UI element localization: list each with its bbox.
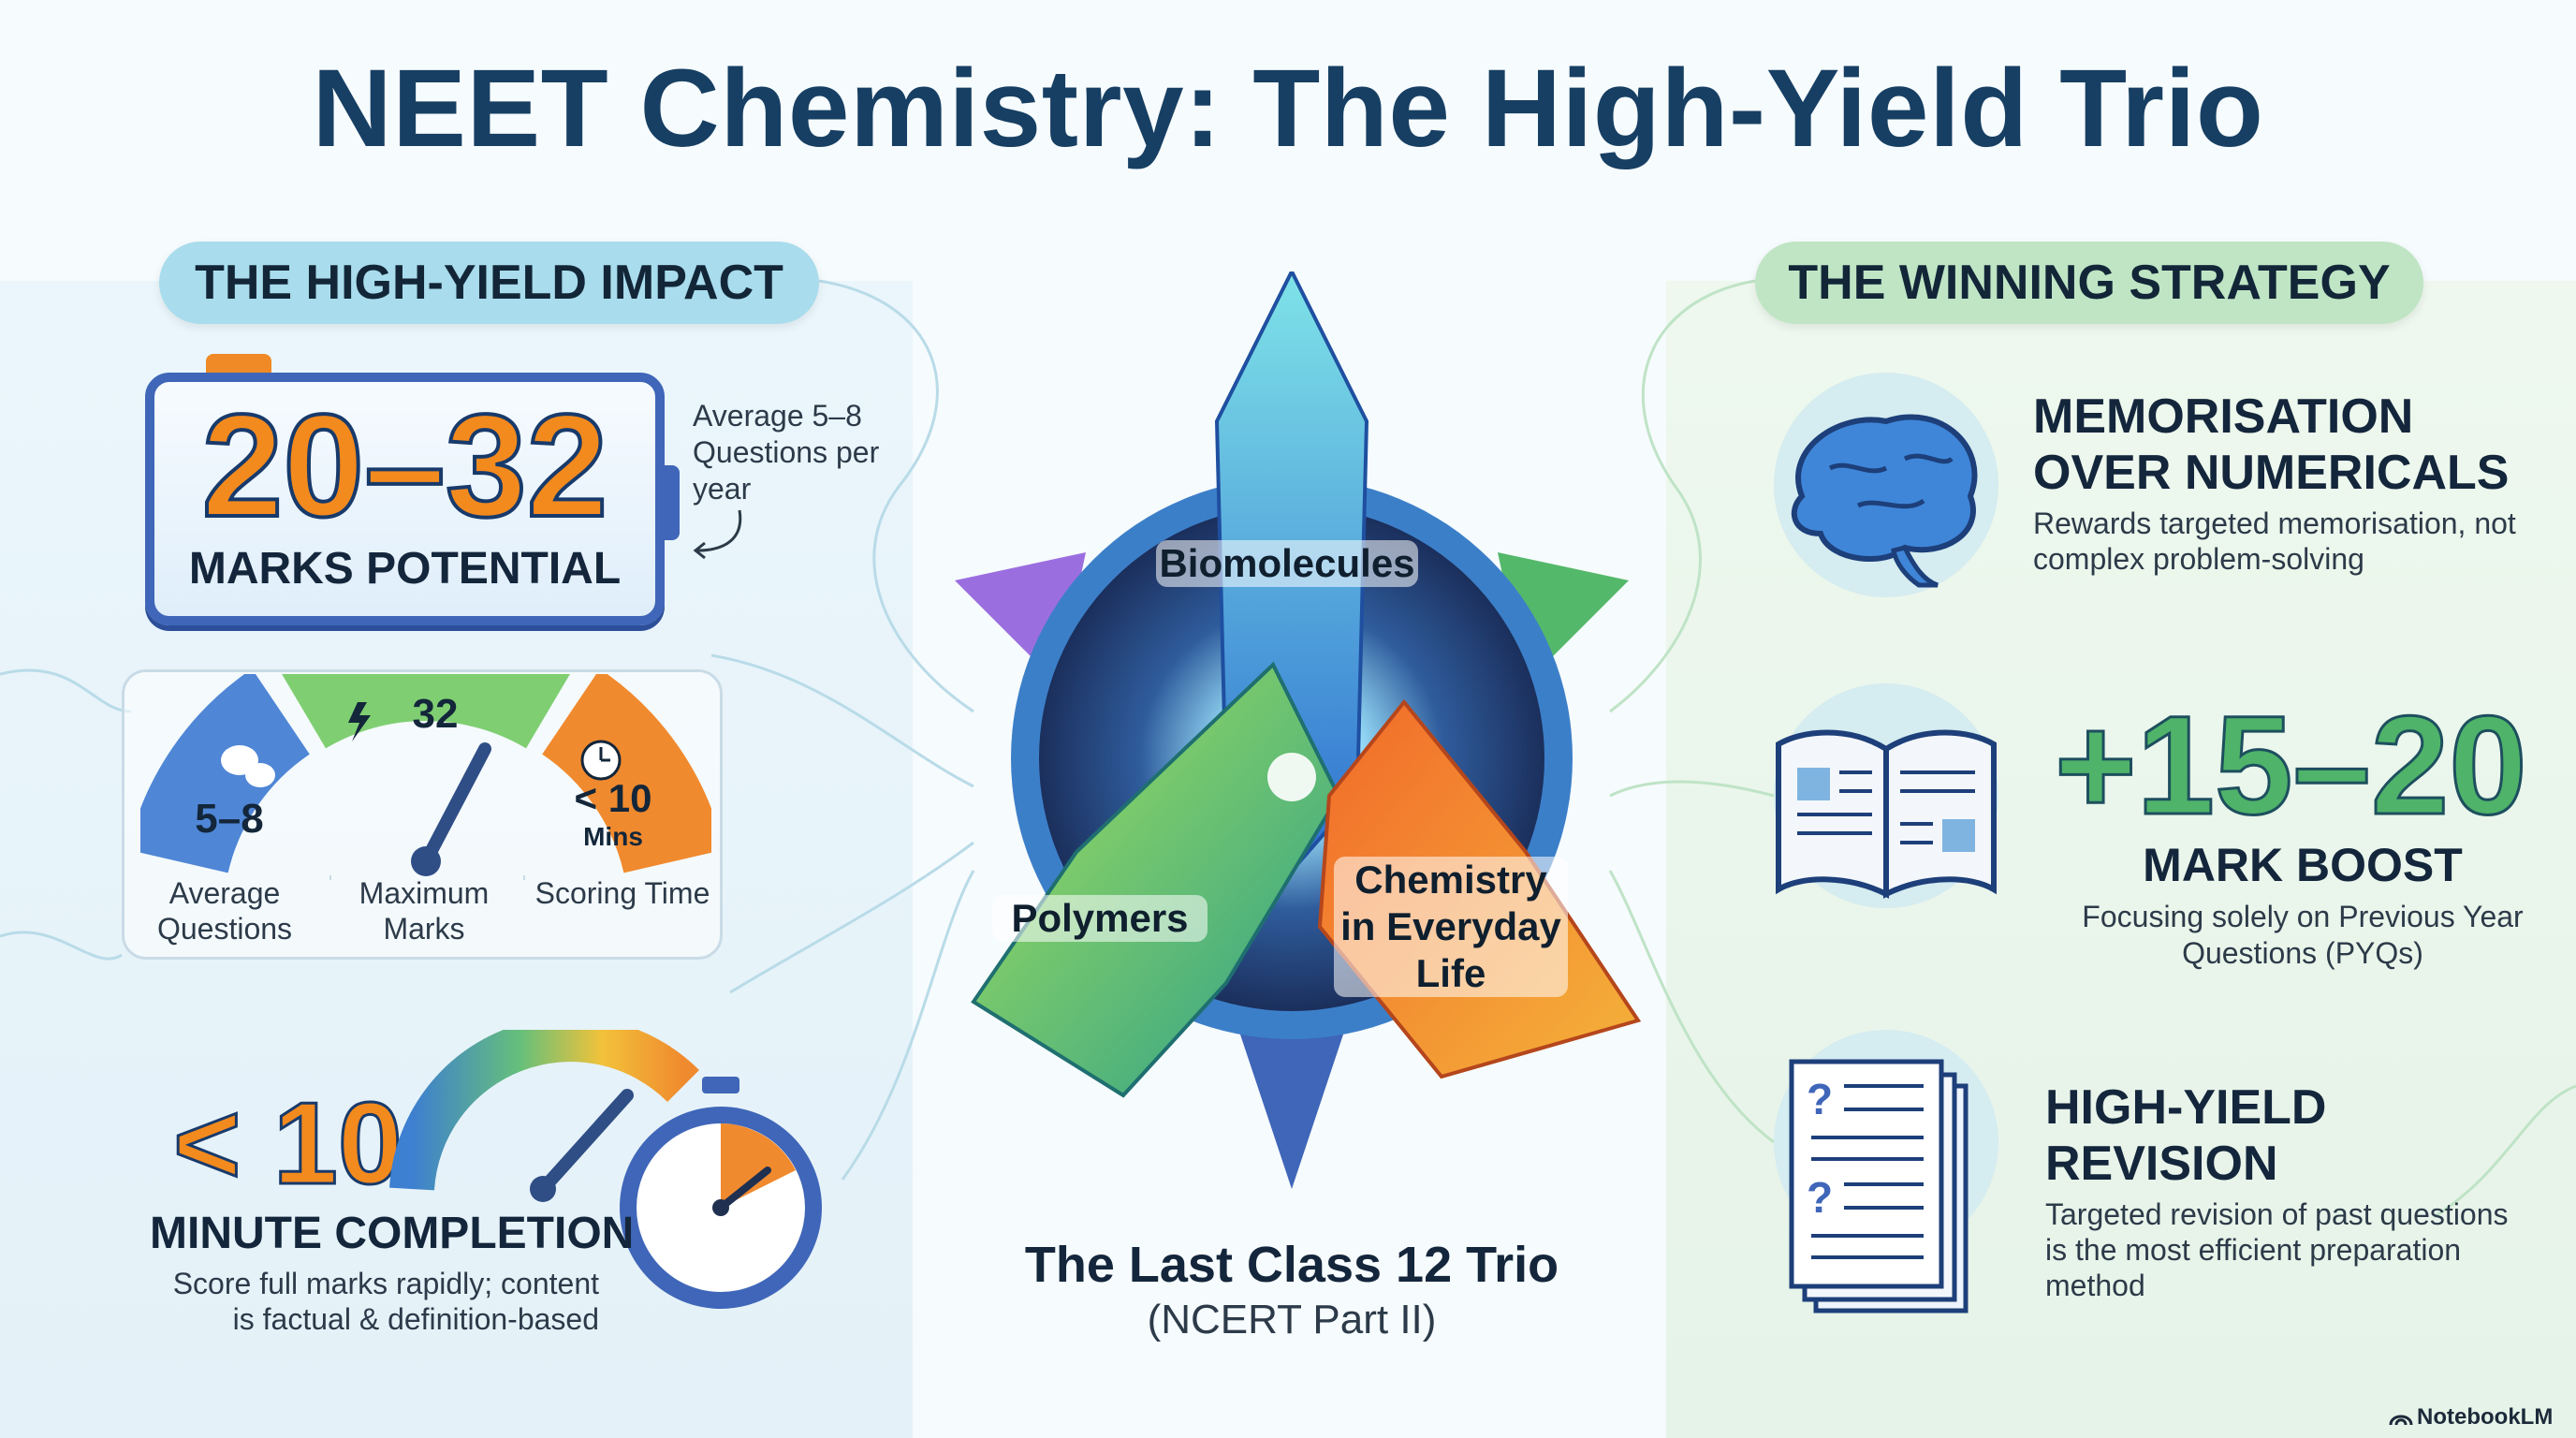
maximum-marks-value: 32	[412, 691, 459, 737]
curved-arrow-icon	[693, 509, 742, 560]
gauge-needle	[419, 742, 491, 868]
minute-completion-title: MINUTE COMPLETION	[150, 1209, 635, 1258]
scoring-time-unit: Mins	[583, 822, 643, 851]
notebooklm-logo-icon	[2389, 1415, 2413, 1426]
average-questions-value: 5–8	[195, 796, 264, 842]
gauge-needle-hub	[411, 846, 441, 876]
mark-boost-description: Focusing solely on Previous Year Questio…	[2082, 900, 2524, 970]
marks-display-side-tab	[657, 465, 680, 540]
gauge-segment-average	[140, 674, 311, 874]
marks-potential-label: MARKS POTENTIAL	[188, 544, 622, 594]
scoring-time-label: Scoring Time	[534, 876, 710, 910]
biomolecules-label: Biomolecules	[1156, 540, 1418, 587]
average-questions-label: Average Questions	[156, 876, 293, 946]
question-papers-icon: ? ?	[1789, 1059, 1969, 1313]
gauge-segment-scoring	[541, 674, 711, 874]
completion-time-value: < 10	[172, 1079, 404, 1209]
average-questions-note: Average 5–8 Questions per year	[693, 399, 880, 506]
mark-boost-value: +15–20	[2054, 686, 2529, 844]
scoring-time-value: < 10	[574, 776, 652, 820]
stopwatch-small-icon	[580, 740, 622, 781]
impact-heading-pill: THE HIGH-YIELD IMPACT	[159, 242, 819, 324]
polymers-label: Polymers	[992, 895, 1208, 942]
trio-crystal-illustration	[955, 271, 1642, 1189]
strategy-heading-pill: THE WINNING STRATEGY	[1755, 242, 2423, 324]
memorisation-title: MEMORISATION OVER NUMERICALS	[2033, 389, 2510, 500]
marks-potential-display	[145, 373, 665, 625]
svg-text:?: ?	[1807, 1075, 1833, 1123]
lightning-icon	[348, 702, 371, 741]
memorisation-description: Rewards targeted memorisation, not compl…	[2033, 506, 2516, 576]
minute-completion-description: Score full marks rapidly; content is fac…	[172, 1267, 599, 1336]
maximum-marks-label: Maximum Marks	[359, 876, 490, 946]
impact-gauge	[140, 674, 711, 880]
chat-bubble-icon	[221, 745, 275, 787]
trio-caption-subtitle: (NCERT Part II)	[1147, 1297, 1437, 1343]
svg-text:?: ?	[1807, 1173, 1833, 1222]
brain-icon	[1791, 414, 1978, 588]
marks-potential-value: 20–32	[200, 385, 610, 548]
brand-label: NotebookLM	[2417, 1404, 2554, 1430]
speedometer-stopwatch-icon	[389, 1030, 822, 1309]
open-book-icon	[1776, 729, 1997, 899]
high-yield-revision-description: Targeted revision of past questions is t…	[2045, 1197, 2509, 1302]
chemistry-everyday-life-label: Chemistry in Everyday Life	[1334, 857, 1568, 997]
mark-boost-title: MARK BOOST	[2143, 839, 2463, 891]
high-yield-revision-title: HIGH-YIELD REVISION	[2045, 1080, 2327, 1191]
page-title: NEET Chemistry: The High-Yield Trio	[312, 47, 2264, 170]
gauge-segment-maximum	[282, 674, 570, 749]
trio-caption-title: The Last Class 12 Trio	[1024, 1237, 1559, 1293]
gauge-segment-average	[285, 758, 426, 861]
